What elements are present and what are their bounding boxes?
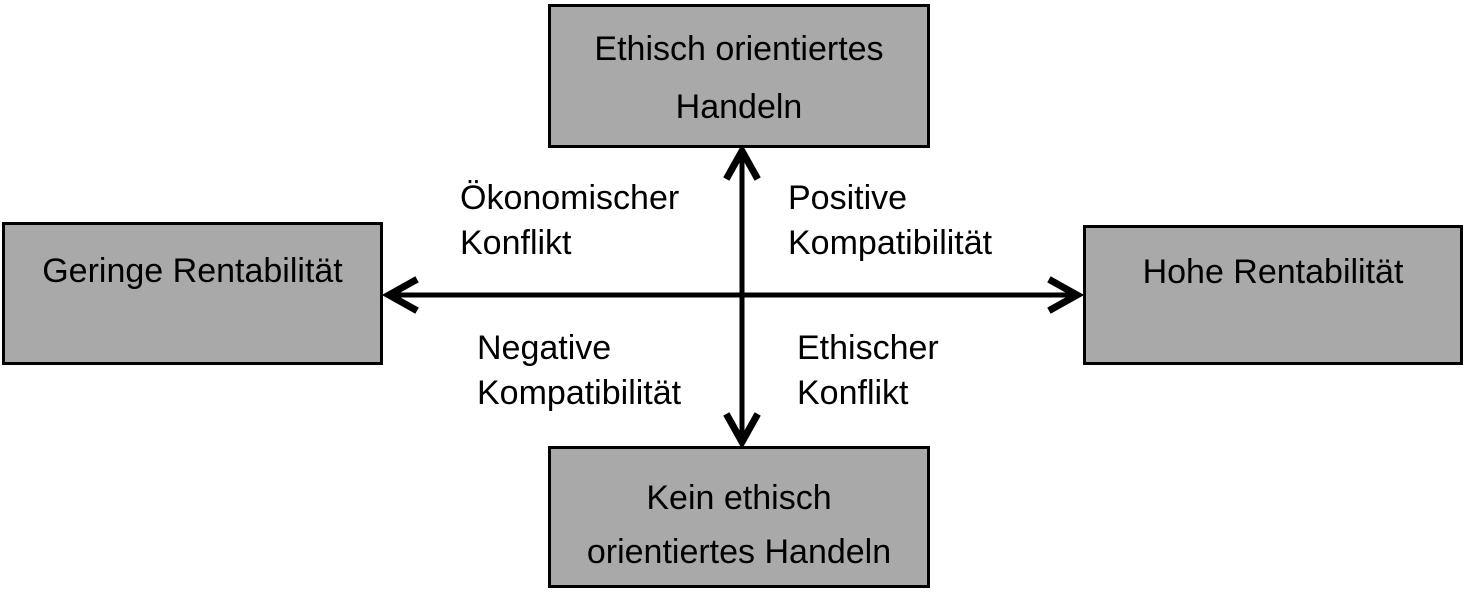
label-negative-compatibility-line2: Kompatibilität — [477, 374, 682, 412]
label-negative-compatibility: Negative Kompatibilität — [477, 326, 681, 416]
label-negative-compatibility-line1: Negative — [477, 329, 612, 367]
box-high-profitability-label: Hohe Rentabilität — [1142, 253, 1404, 291]
arrowhead-left-icon — [381, 276, 419, 314]
label-ethical-conflict: Ethischer Konflikt — [797, 326, 939, 416]
label-positive-compatibility-line2: Kompatibilität — [788, 224, 993, 262]
arrowhead-down-icon — [723, 412, 761, 450]
label-positive-compatibility: Positive Kompatibilität — [788, 176, 992, 266]
label-ethical-conflict-line2: Konflikt — [797, 374, 909, 412]
arrowhead-up-icon — [723, 143, 761, 181]
box-no-ethical-action: Kein ethisch orientiertes Handeln — [548, 446, 930, 588]
box-low-profitability-label: Geringe Rentabilität — [42, 252, 343, 290]
arrowhead-right-icon — [1047, 276, 1085, 314]
label-ethical-conflict-line1: Ethischer — [797, 329, 939, 367]
box-ethical-action-line1: Ethisch orientiertes — [594, 30, 884, 68]
label-positive-compatibility-line1: Positive — [788, 179, 908, 217]
label-economic-conflict-line1: Ökonomischer — [460, 179, 680, 217]
label-economic-conflict-line2: Konflikt — [460, 224, 572, 262]
box-high-profitability: Hohe Rentabilität — [1083, 225, 1463, 365]
box-no-ethical-action-line1: Kein ethisch — [646, 479, 832, 517]
box-ethical-action: Ethisch orientiertes Handeln — [548, 4, 930, 148]
label-economic-conflict: Ökonomischer Konflikt — [460, 176, 679, 266]
box-no-ethical-action-line2: orientiertes Handeln — [586, 533, 892, 571]
box-low-profitability: Geringe Rentabilität — [2, 222, 383, 365]
ethics-axis-arrow — [723, 143, 761, 450]
box-ethical-action-line2: Handeln — [675, 88, 803, 126]
profitability-axis-arrow — [381, 276, 1085, 314]
